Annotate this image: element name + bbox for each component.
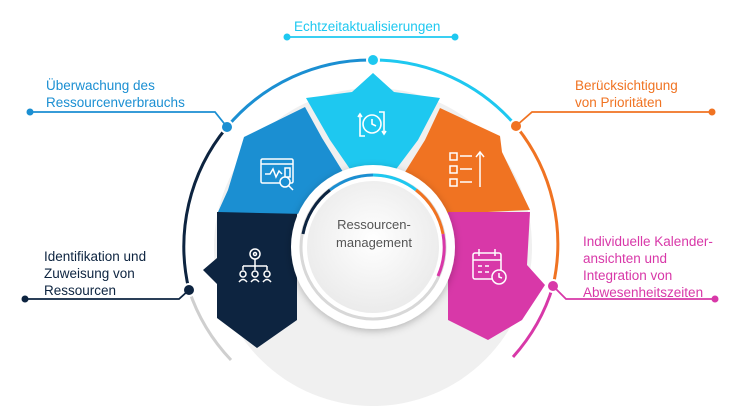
connector-end-dots	[21, 33, 719, 303]
priority-list-icon	[449, 150, 485, 187]
label-ueberwachung: Überwachung des Ressourcenverbrauchs	[46, 78, 185, 110]
ring-arc-orange	[514, 125, 560, 287]
label-identifikation: Identifikation und Zuweisung von Ressour…	[44, 249, 147, 298]
clock-refresh-icon	[357, 111, 387, 137]
ring-arc-blue	[225, 58, 374, 128]
connector-lines	[25, 36, 715, 300]
label-beruecksichtigung: Berücksichtigung von Prioritäten	[575, 78, 678, 110]
people-network-icon	[238, 248, 272, 283]
label-echtzeitaktualisierungen: Echtzeitaktualisierungen	[294, 19, 441, 34]
label-kalenderansichten: Individuelle Kalender- ansichten und Int…	[583, 234, 713, 300]
calendar-clock-icon	[472, 249, 507, 285]
segment-top	[306, 73, 440, 172]
ring-arc-navy	[182, 126, 229, 291]
monitor-analytics-icon	[260, 158, 294, 191]
hub-accent-arcs	[301, 173, 446, 277]
segment-upper-left	[218, 107, 348, 214]
segment-lower-left	[203, 212, 297, 348]
hub-center	[307, 181, 439, 313]
center-label: Ressourcen- management	[336, 217, 412, 250]
segment-upper-right	[400, 108, 530, 214]
ring-arc-cyan	[372, 58, 518, 127]
